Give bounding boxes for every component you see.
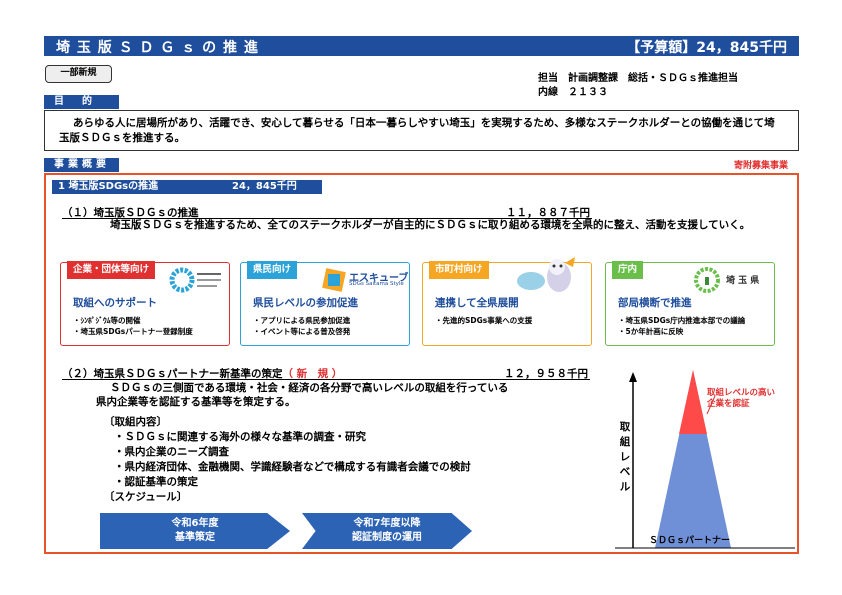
arrow2-task: 認証制度の運用 — [352, 532, 422, 543]
purpose-box: あらゆる人に居場所があり、活躍でき、安心して暮らせる「日本一暮らしやすい埼玉」を… — [44, 110, 799, 151]
part1-title: （１）埼玉版ＳＤＧｓの推進 — [62, 207, 199, 219]
part2-body: ＳＤＧｓの三側面である環境・社会・経済の各分野で高いレベルの取組を行っている 県… — [96, 381, 596, 409]
sdgs-tree-logo — [694, 267, 720, 293]
card-companies: 企業・団体等向け 取組へのサポート ・ｼﾝﾎﾟｼﾞｳﾑ等の開催 ・埼玉県SDGs… — [60, 261, 230, 346]
card-residents: 県民向け エスキューブ SDGs Saitama Style 県民レベルの参加促… — [240, 261, 410, 346]
partial-new-tag: 一部新規 — [45, 65, 112, 83]
purpose-text: あらゆる人に居場所があり、活躍でき、安心して暮らせる「日本一暮らしやすい埼玉」を… — [59, 117, 775, 144]
list-item: ・ＳＤＧｓに関連する海外の様々な基準の調査・研究 — [114, 431, 366, 443]
part2-title: （２）埼玉県ＳＤＧｓパートナー新基準の策定 — [62, 368, 283, 380]
part1-body: 埼玉版ＳＤＧｓを推進するため、全てのステークホルダーが自主的にＳＤＧｓに取り組め… — [96, 218, 796, 232]
contents-label: 〔取組内容〕 — [104, 416, 167, 428]
card-residents-logo-sub: SDGs Saitama Style — [349, 281, 404, 287]
part1-body-text: 埼玉版ＳＤＧｓを推進するため、全てのステークホルダーが自主的にＳＤＧｓに取り組め… — [110, 219, 751, 231]
card-residents-head: 県民レベルの参加促進 — [253, 297, 358, 309]
pyramid-bottom-label: ＳＤＧｓパートナー — [649, 536, 731, 546]
card-municipalities: 市町村向け 連携して全県展開 ・先進的SDGs事業への支援 — [422, 257, 592, 346]
pyramid-vertical-label: 取組レベル — [619, 421, 631, 493]
card-prefecture-items: ・埼玉県SDGs庁内推進本部での議論 ・5か年計画に反映 — [618, 316, 746, 336]
owner-line1: 担当 計画調整課 総括・ＳＤＧｓ推進担当 — [538, 73, 738, 84]
part1-amount: １１，８８７千円 — [506, 207, 590, 219]
overview-box — [44, 173, 799, 554]
section1-bar: 1 埼玉版SDGsの推進 24，845千円 — [52, 180, 322, 194]
title-bar: 埼 玉 版 Ｓ Ｄ Ｇ ｓ の 推 進 【予算額】24，845千円 — [44, 36, 799, 56]
card-municipalities-head: 連携して全県展開 — [435, 297, 519, 309]
card-prefecture-tag: 庁内 — [612, 261, 644, 279]
mascot-illustration — [517, 257, 575, 292]
list-item: ・認証基準の策定 — [114, 476, 198, 488]
level-pyramid — [615, 370, 795, 549]
sdgs-wheel-logo — [169, 267, 221, 293]
part2-amount: １２，９５８千円 — [504, 368, 588, 380]
donation-label: 寄附募集事業 — [733, 161, 788, 171]
part2-list: 〔取組内容〕 ・ＳＤＧｓに関連する海外の様々な基準の調査・研究 ・県内企業のニー… — [104, 415, 471, 505]
pyramid-red-label-2: 企業を認証 — [707, 399, 750, 409]
card-residents-tag: 県民向け — [247, 261, 298, 279]
part2-body2: 県内企業等を認証する基準等を策定する。 — [96, 396, 296, 408]
arrow1-year: 令和6年度 — [171, 518, 219, 529]
section1-amount: 24，845千円 — [232, 181, 297, 192]
card-municipalities-items: ・先進的SDGs事業への支援 — [435, 316, 533, 325]
card-municipalities-tag: 市町村向け — [429, 261, 489, 279]
card-companies-head: 取組へのサポート — [73, 297, 157, 309]
card-prefecture: 庁内 埼 玉 県 部局横断で推進 ・埼玉県SDGs庁内推進本部での議論 ・5か年… — [605, 261, 775, 346]
schedule-arrow-r7: 令和7年度以降 認証制度の運用 — [302, 513, 472, 549]
card-companies-items: ・ｼﾝﾎﾟｼﾞｳﾑ等の開催 ・埼玉県SDGsパートナー登録制度 — [73, 316, 193, 336]
budget-amount: 【予算額】24，845千円 — [626, 40, 787, 56]
arrow2-year: 令和7年度以降 — [353, 518, 421, 529]
sdgs-cube-logo — [322, 268, 346, 292]
part2-body1: ＳＤＧｓの三側面である環境・社会・経済の各分野で高いレベルの取組を行っている — [110, 382, 509, 394]
card-prefecture-head: 部局横断で推進 — [618, 297, 692, 309]
part2-new: （ 新 規 ） — [282, 368, 343, 380]
list-item: ・県内経済団体、金融機関、学識経験者などで構成する有識者会議での検討 — [114, 461, 471, 473]
list-item: ・県内企業のニーズ調査 — [114, 446, 229, 458]
card-companies-tag: 企業・団体等向け — [67, 261, 156, 279]
pyramid-red-label-1: 取組レベルの高い — [707, 388, 776, 398]
part1-title-row: （１）埼玉版ＳＤＧｓの推進 １１，８８７千円 — [62, 205, 592, 219]
schedule-arrow-r6: 令和6年度 基準策定 — [100, 513, 290, 549]
purpose-label: 目 的 — [44, 95, 119, 109]
page-title: 埼 玉 版 Ｓ Ｄ Ｇ ｓ の 推 進 — [56, 40, 259, 56]
card-residents-logo-text: エスキューブ — [349, 273, 409, 284]
arrow1-task: 基準策定 — [175, 532, 215, 543]
part2-title-row: （２）埼玉県ＳＤＧｓパートナー新基準の策定（ 新 規 ） １２，９５８千円 — [62, 366, 590, 380]
owner-line2: 内線 ２１３３ — [538, 87, 608, 98]
section1-label: 1 埼玉版SDGsの推進 — [58, 181, 159, 192]
schedule-label: 〔スケジュール〕 — [104, 491, 188, 503]
pyramid-red-label: 取組レベルの高い 企業を認証 — [707, 388, 775, 410]
card-residents-items: ・アプリによる県民参加促進 ・イベント等による普及啓発 — [253, 316, 351, 336]
owner-info: 担当 計画調整課 総括・ＳＤＧｓ推進担当内線 ２１３３ — [538, 72, 738, 100]
card-prefecture-logo-text: 埼 玉 県 — [726, 276, 760, 286]
overview-label: 事業概要 — [44, 158, 119, 172]
